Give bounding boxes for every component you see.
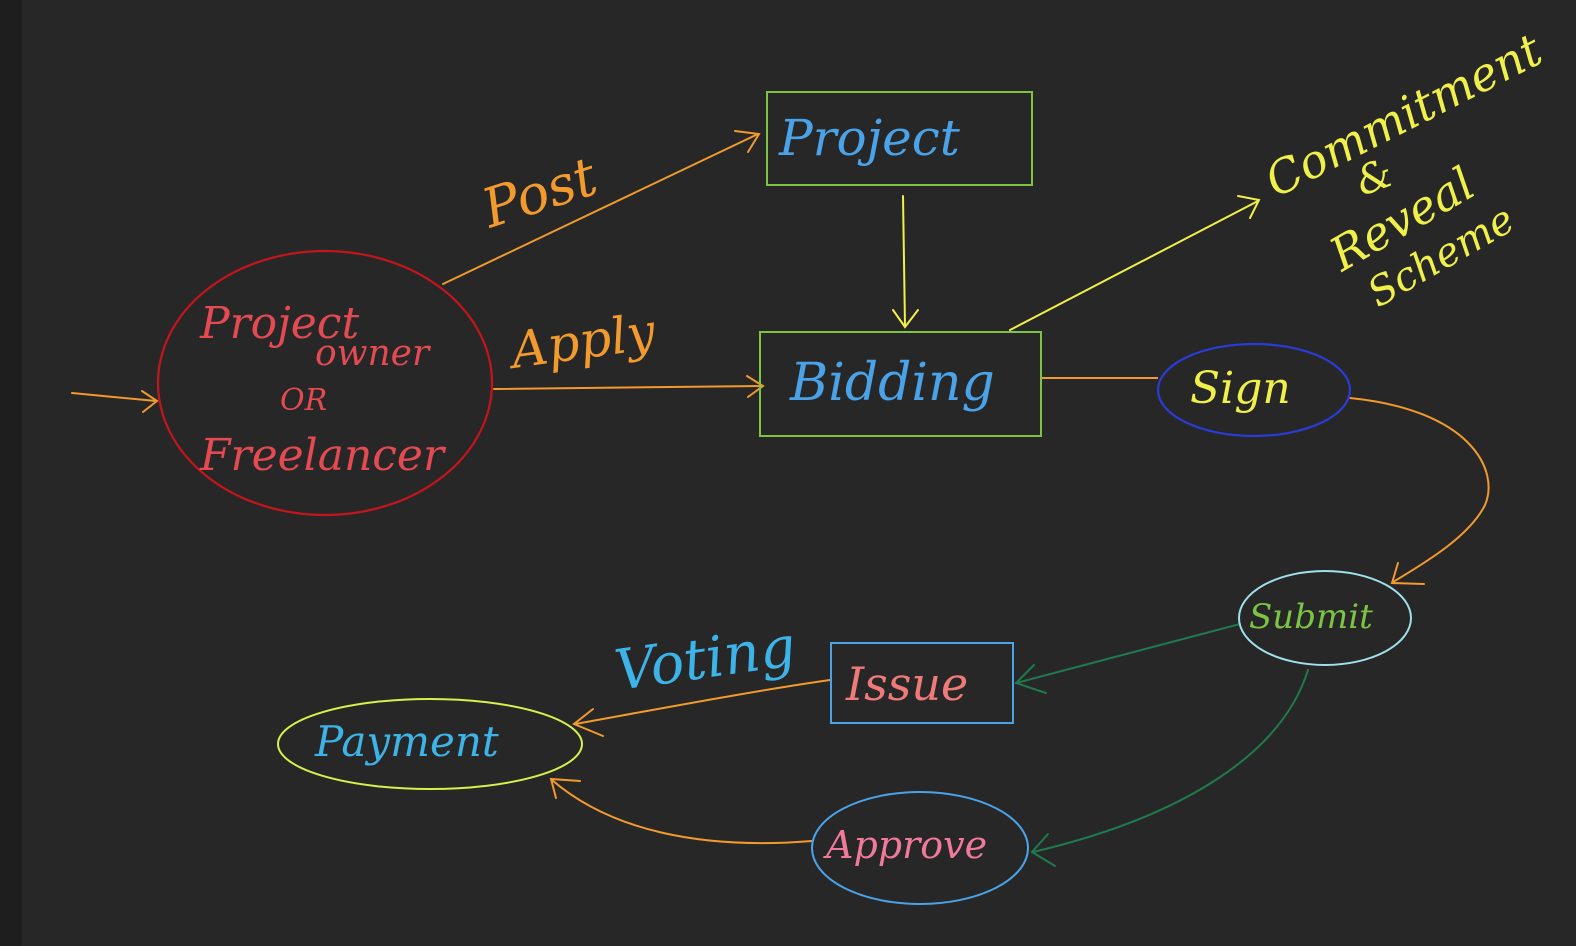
project-node: Project bbox=[766, 91, 1033, 186]
approve-node: Approve bbox=[811, 791, 1029, 905]
issue-to-payment-arrow bbox=[572, 679, 831, 737]
actor-label-line4: Freelancer bbox=[199, 430, 447, 481]
bidding-node: Bidding bbox=[759, 331, 1042, 437]
issue-node: Issue bbox=[830, 642, 1014, 724]
apply-label: Apply bbox=[504, 302, 660, 380]
payment-node: Payment bbox=[277, 698, 583, 790]
approve-to-payment-arrow bbox=[549, 777, 813, 845]
commitment-reveal-note: Commitment & Reveal Scheme bbox=[1256, 22, 1550, 316]
issue-label: Issue bbox=[845, 657, 968, 711]
actor-label-line2: owner bbox=[315, 333, 431, 374]
approve-label: Approve bbox=[823, 823, 987, 867]
submit-label: Submit bbox=[1249, 597, 1373, 637]
note-line1: Commitment bbox=[1256, 22, 1550, 208]
sign-label: Sign bbox=[1190, 363, 1291, 414]
voting-label: Voting bbox=[611, 614, 800, 704]
post-label: Post bbox=[474, 144, 605, 240]
sign-node: Sign bbox=[1156, 342, 1352, 438]
entry-arrow bbox=[71, 390, 159, 413]
payment-label: Payment bbox=[314, 717, 499, 766]
bidding-label: Bidding bbox=[789, 353, 995, 413]
sign-to-submit-arrow bbox=[1349, 397, 1490, 585]
project-label: Project bbox=[778, 109, 961, 167]
submit-to-approve-arrow bbox=[1030, 669, 1309, 867]
post-arrow bbox=[442, 130, 761, 285]
bidding-to-scheme-arrow bbox=[1009, 195, 1261, 331]
actor-node: Project owner OR Freelancer bbox=[156, 249, 494, 517]
submit-to-issue-arrow bbox=[1014, 623, 1241, 694]
apply-arrow bbox=[493, 375, 765, 398]
left-edge-strip bbox=[0, 0, 22, 946]
actor-label-line1: Project bbox=[199, 298, 359, 349]
project-to-bidding-arrow bbox=[892, 195, 919, 329]
submit-node: Submit bbox=[1238, 570, 1412, 666]
actor-label-line3: OR bbox=[280, 383, 327, 418]
